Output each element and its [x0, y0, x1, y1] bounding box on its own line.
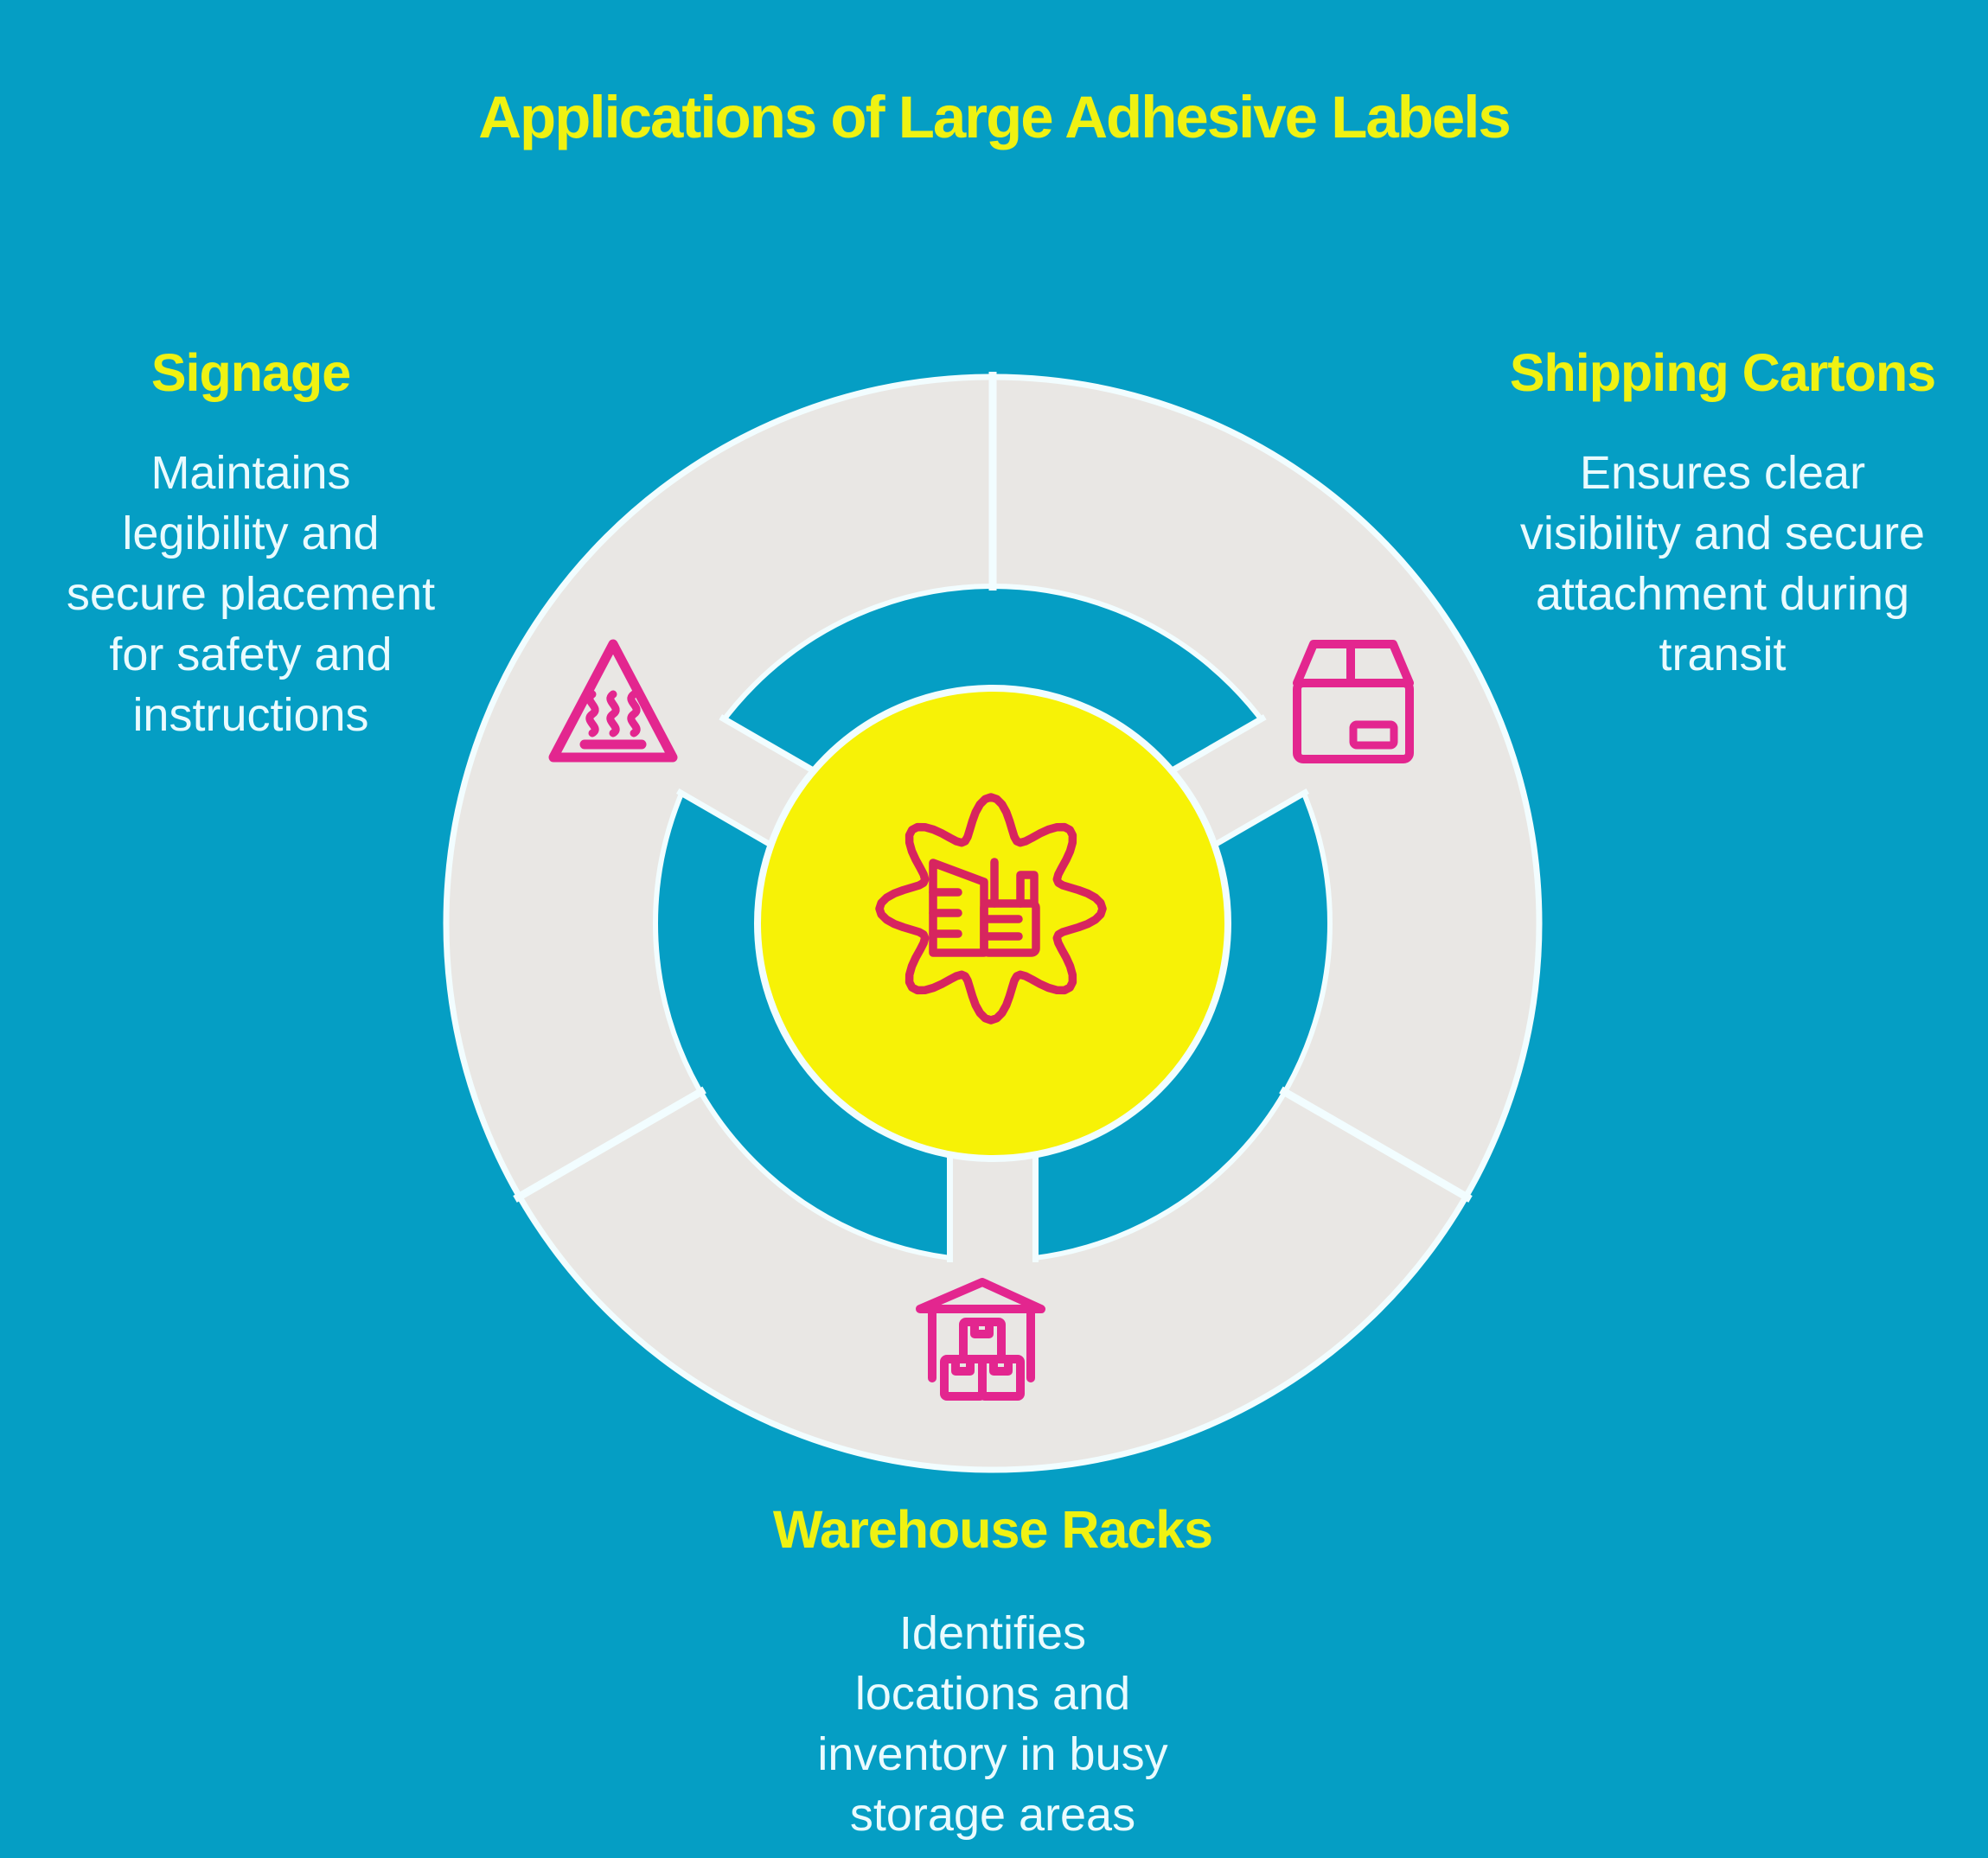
- box-notch: [970, 1318, 994, 1338]
- body-line: attachment during: [1535, 568, 1910, 620]
- section-heading-warehouse-racks: Warehouse Racks: [772, 1500, 1213, 1559]
- label-badge-icon: [875, 793, 1107, 1025]
- section-shipping-cartons: Shipping Cartons Ensures clear visibilit…: [1470, 342, 1975, 685]
- gear-outline: [875, 793, 1107, 1025]
- body-line: Identifies: [898, 1607, 1087, 1659]
- hot-surface-warning-icon: [548, 639, 678, 763]
- box-notch: [951, 1355, 975, 1376]
- spoke: [647, 701, 830, 852]
- storage-box: [978, 1355, 1025, 1401]
- carton-label: [1349, 720, 1398, 750]
- section-body-shipping-cartons: Ensures clear visibility and secure atta…: [1470, 443, 1975, 685]
- body-line: Maintains: [150, 447, 351, 499]
- page-title: Applications of Large Adhesive Labels: [478, 84, 1512, 150]
- section-body-warehouse-racks: Identifies locations and inventory in bu…: [716, 1603, 1269, 1845]
- shipping-carton-icon: [1293, 640, 1414, 763]
- section-heading-shipping-cartons: Shipping Cartons: [1509, 343, 1936, 402]
- ring-dividers: [513, 372, 1473, 1203]
- body-line: visibility and secure: [1519, 508, 1926, 559]
- body-line: locations and: [854, 1668, 1131, 1720]
- section-signage: Signage Maintains legibility and secure …: [26, 342, 476, 745]
- ring-divider: [513, 1086, 706, 1203]
- box-notch: [989, 1355, 1013, 1376]
- body-line: transit: [1659, 629, 1787, 680]
- warning-triangle: [548, 639, 678, 763]
- body-line: storage areas: [849, 1789, 1136, 1841]
- ring-divider: [1279, 1086, 1473, 1203]
- body-line: instructions: [132, 689, 369, 741]
- hub-circle: [754, 685, 1231, 1162]
- body-line: Ensures clear: [1579, 447, 1866, 499]
- label-chimney: [1016, 871, 1039, 908]
- warehouse-roof: [916, 1278, 1045, 1313]
- label-right-panel: [980, 899, 1040, 957]
- body-line: secure placement: [66, 568, 436, 620]
- heat-wave: [606, 690, 620, 737]
- heat-wave: [585, 690, 599, 737]
- body-line: inventory in busy: [817, 1728, 1168, 1780]
- section-warehouse-racks: Warehouse Racks Identifies locations and…: [716, 1499, 1269, 1845]
- section-body-signage: Maintains legibility and secure placemen…: [26, 443, 476, 745]
- heat-wave: [627, 690, 641, 737]
- body-line: for safety and: [109, 629, 393, 680]
- warehouse-rack-icon: [916, 1278, 1045, 1401]
- body-line: legibility and: [122, 508, 380, 559]
- section-heading-signage: Signage: [150, 343, 351, 402]
